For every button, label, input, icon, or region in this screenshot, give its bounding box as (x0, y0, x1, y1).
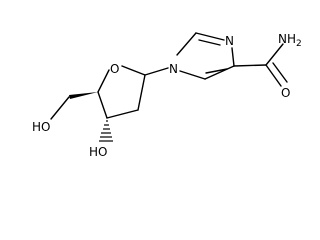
bond-c2prime-c3prime (106, 109, 139, 119)
atom-label-ring-oxygen: O (110, 62, 119, 76)
bond-c1prime-o (121, 65, 146, 76)
bond-o-c4prime (97, 69, 110, 93)
atom-label-amide-subscript: 2 (296, 39, 302, 49)
molecule-diagram: O N N NH2 O HO HO (32, 32, 302, 159)
bond-n1-c1prime (144, 67, 169, 76)
bond-c1prime-c2prime (137, 74, 146, 111)
bond-n3-c4 (231, 47, 235, 67)
bond-c2-n3 (195, 32, 225, 41)
atom-label-hydroxyl-3prime: HO (89, 145, 107, 159)
bond-c5-n1 (179, 70, 206, 80)
bond-c4-camide (233, 64, 267, 67)
atom-label-n1: N (169, 62, 178, 76)
bond-camide-o-double (272, 62, 288, 83)
bond-c3prime-c4prime (97, 91, 108, 119)
hashed-bond-c3prime-o3 (99, 120, 113, 142)
bond-c2-n3-inner (198, 39, 221, 46)
wedge-c4prime-c5prime (69, 92, 98, 99)
bond-n1-c2 (176, 32, 197, 56)
bond-camide-o (265, 64, 282, 87)
structure-canvas: O N N NH2 O HO HO (32, 32, 302, 159)
bond-c4-c5-inner (205, 68, 228, 74)
atom-label-amide-nh2: NH2 (278, 32, 302, 49)
bond-camide-n (265, 43, 284, 66)
atom-label-hydroxyl-5prime: HO (32, 120, 50, 134)
bond-c5prime-o5 (50, 96, 70, 120)
atom-label-amide-oxygen: O (281, 86, 290, 100)
atom-label-n3: N (225, 34, 234, 48)
bond-c4-c5 (204, 65, 235, 80)
